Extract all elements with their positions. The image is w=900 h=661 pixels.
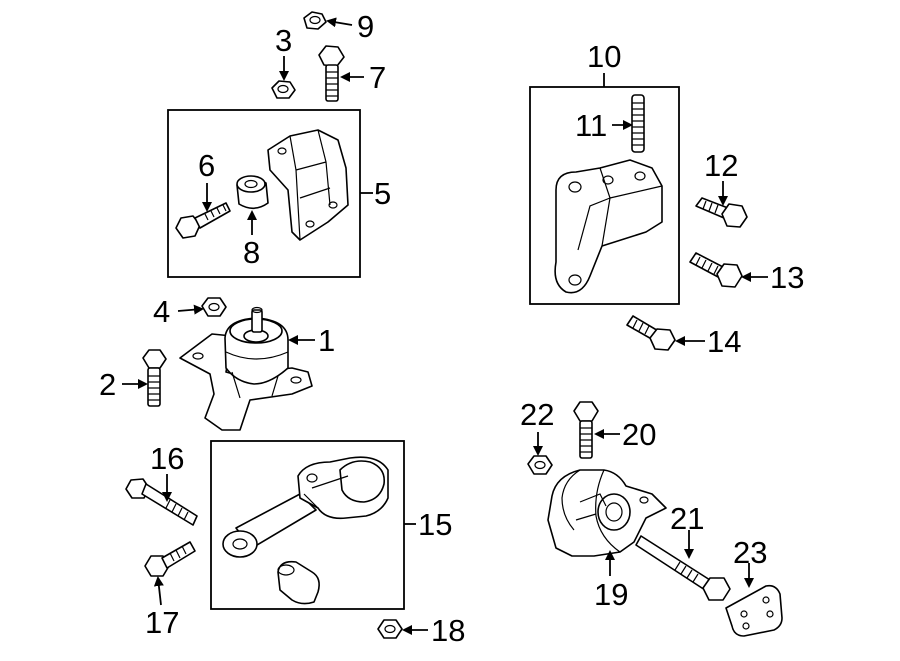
callout-12: 12: [704, 148, 738, 183]
trans-mount-part-19: [547, 469, 667, 557]
callout-15: 15: [418, 507, 452, 542]
nut-part-3: [271, 80, 296, 99]
callout-1: 1: [318, 323, 335, 358]
group-box-15: [210, 440, 405, 610]
torque-rod-part: [222, 456, 389, 558]
callout-2: 2: [99, 367, 116, 402]
bolt-part-20: [573, 401, 599, 459]
bolt-part-6: [175, 202, 231, 239]
bolt-part-21: [635, 535, 731, 601]
callout-17: 17: [145, 605, 179, 640]
callout-7: 7: [369, 60, 386, 95]
callout-9: 9: [357, 9, 374, 44]
rod-bushing-part: [277, 560, 320, 605]
callout-8: 8: [243, 235, 260, 270]
bolt-part-16: [125, 478, 198, 526]
callout-4: 4: [153, 294, 170, 329]
callout-14: 14: [707, 324, 741, 359]
callout-21: 21: [670, 501, 704, 536]
callout-10: 10: [587, 39, 621, 74]
bolt-part-17: [144, 541, 196, 577]
bolt-part-12: [695, 197, 748, 228]
mount-bracket-part: [267, 129, 349, 241]
callout-22: 22: [520, 397, 554, 432]
callout-5: 5: [374, 176, 391, 211]
bolt-part-2: [142, 349, 167, 407]
stud-part-11: [631, 94, 645, 153]
callout-16: 16: [150, 441, 184, 476]
callout-3: 3: [275, 23, 292, 58]
bolt-part-13: [689, 252, 743, 288]
trans-bracket-part: [554, 159, 663, 294]
callout-18: 18: [431, 613, 465, 648]
nut-part-9: [303, 11, 327, 30]
callout-11: 11: [575, 108, 607, 143]
callout-19: 19: [594, 577, 628, 612]
bushing-part-8: [236, 175, 269, 210]
callout-6: 6: [198, 148, 215, 183]
engine-mount-part-1: [179, 306, 313, 431]
nut-part-4: [201, 297, 227, 317]
plate-part-23: [725, 584, 783, 637]
callout-13: 13: [770, 260, 804, 295]
nut-part-18: [377, 619, 403, 639]
bolt-part-7: [318, 45, 345, 102]
nut-part-22: [527, 455, 553, 475]
leader-lines: [122, 17, 768, 635]
callout-20: 20: [622, 417, 656, 452]
callout-23: 23: [733, 535, 767, 570]
bolt-part-14: [626, 315, 676, 351]
